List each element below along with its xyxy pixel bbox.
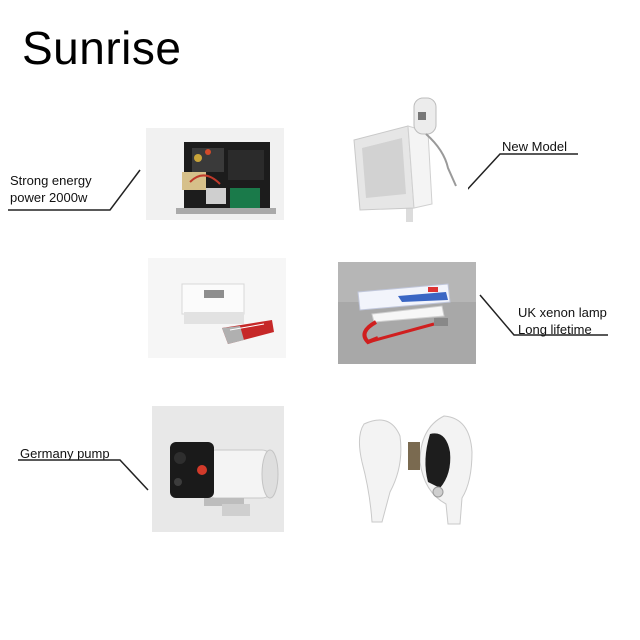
- filter-photo: [148, 258, 286, 358]
- caption-pump: Germany pump: [20, 446, 110, 461]
- brand-title: Sunrise: [22, 22, 182, 74]
- leader-line-model: [464, 153, 578, 193]
- caption-power-line1: Strong energy: [10, 173, 92, 188]
- caption-lamp-line2: Long lifetime: [518, 322, 592, 337]
- caption-power-line2: power 2000w: [10, 190, 88, 205]
- caption-power: Strong energy power 2000w: [10, 172, 92, 206]
- caption-lamp: UK xenon lamp Long lifetime: [518, 304, 607, 338]
- xenon-lamp-photo: [338, 262, 476, 364]
- power-supply-photo: [146, 128, 284, 220]
- leader-line-pump: [18, 459, 149, 491]
- water-pump-photo: [152, 406, 284, 532]
- caption-lamp-line1: UK xenon lamp: [518, 305, 607, 320]
- caption-model: New Model: [502, 139, 568, 154]
- machine-photo: [344, 90, 468, 222]
- handpiece-photo: [350, 412, 480, 530]
